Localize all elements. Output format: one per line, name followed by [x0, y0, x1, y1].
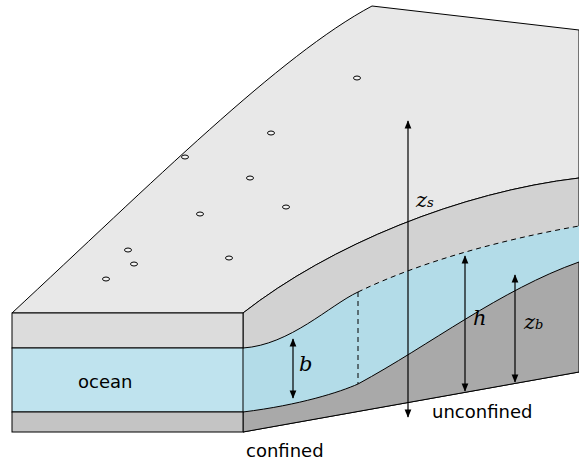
region-label: confined	[246, 440, 324, 461]
ocean-front-face	[12, 348, 243, 412]
ice-base-line	[243, 292, 358, 348]
depth-symbol: b	[299, 352, 312, 376]
dimension-arrows	[293, 121, 515, 417]
surface-holes	[103, 76, 361, 281]
base-elevation-symbol: zb	[524, 310, 543, 334]
bed-side-face	[243, 262, 579, 432]
region-label: unconfined	[432, 401, 532, 422]
grounding-line	[358, 292, 359, 384]
ice-front-face	[12, 313, 243, 348]
bed-front-face	[12, 412, 243, 432]
region-label: ocean	[78, 371, 132, 392]
ice-side-face	[243, 178, 579, 432]
head-symbol: h	[473, 306, 487, 330]
surface-elevation-symbol: zs	[416, 188, 434, 212]
